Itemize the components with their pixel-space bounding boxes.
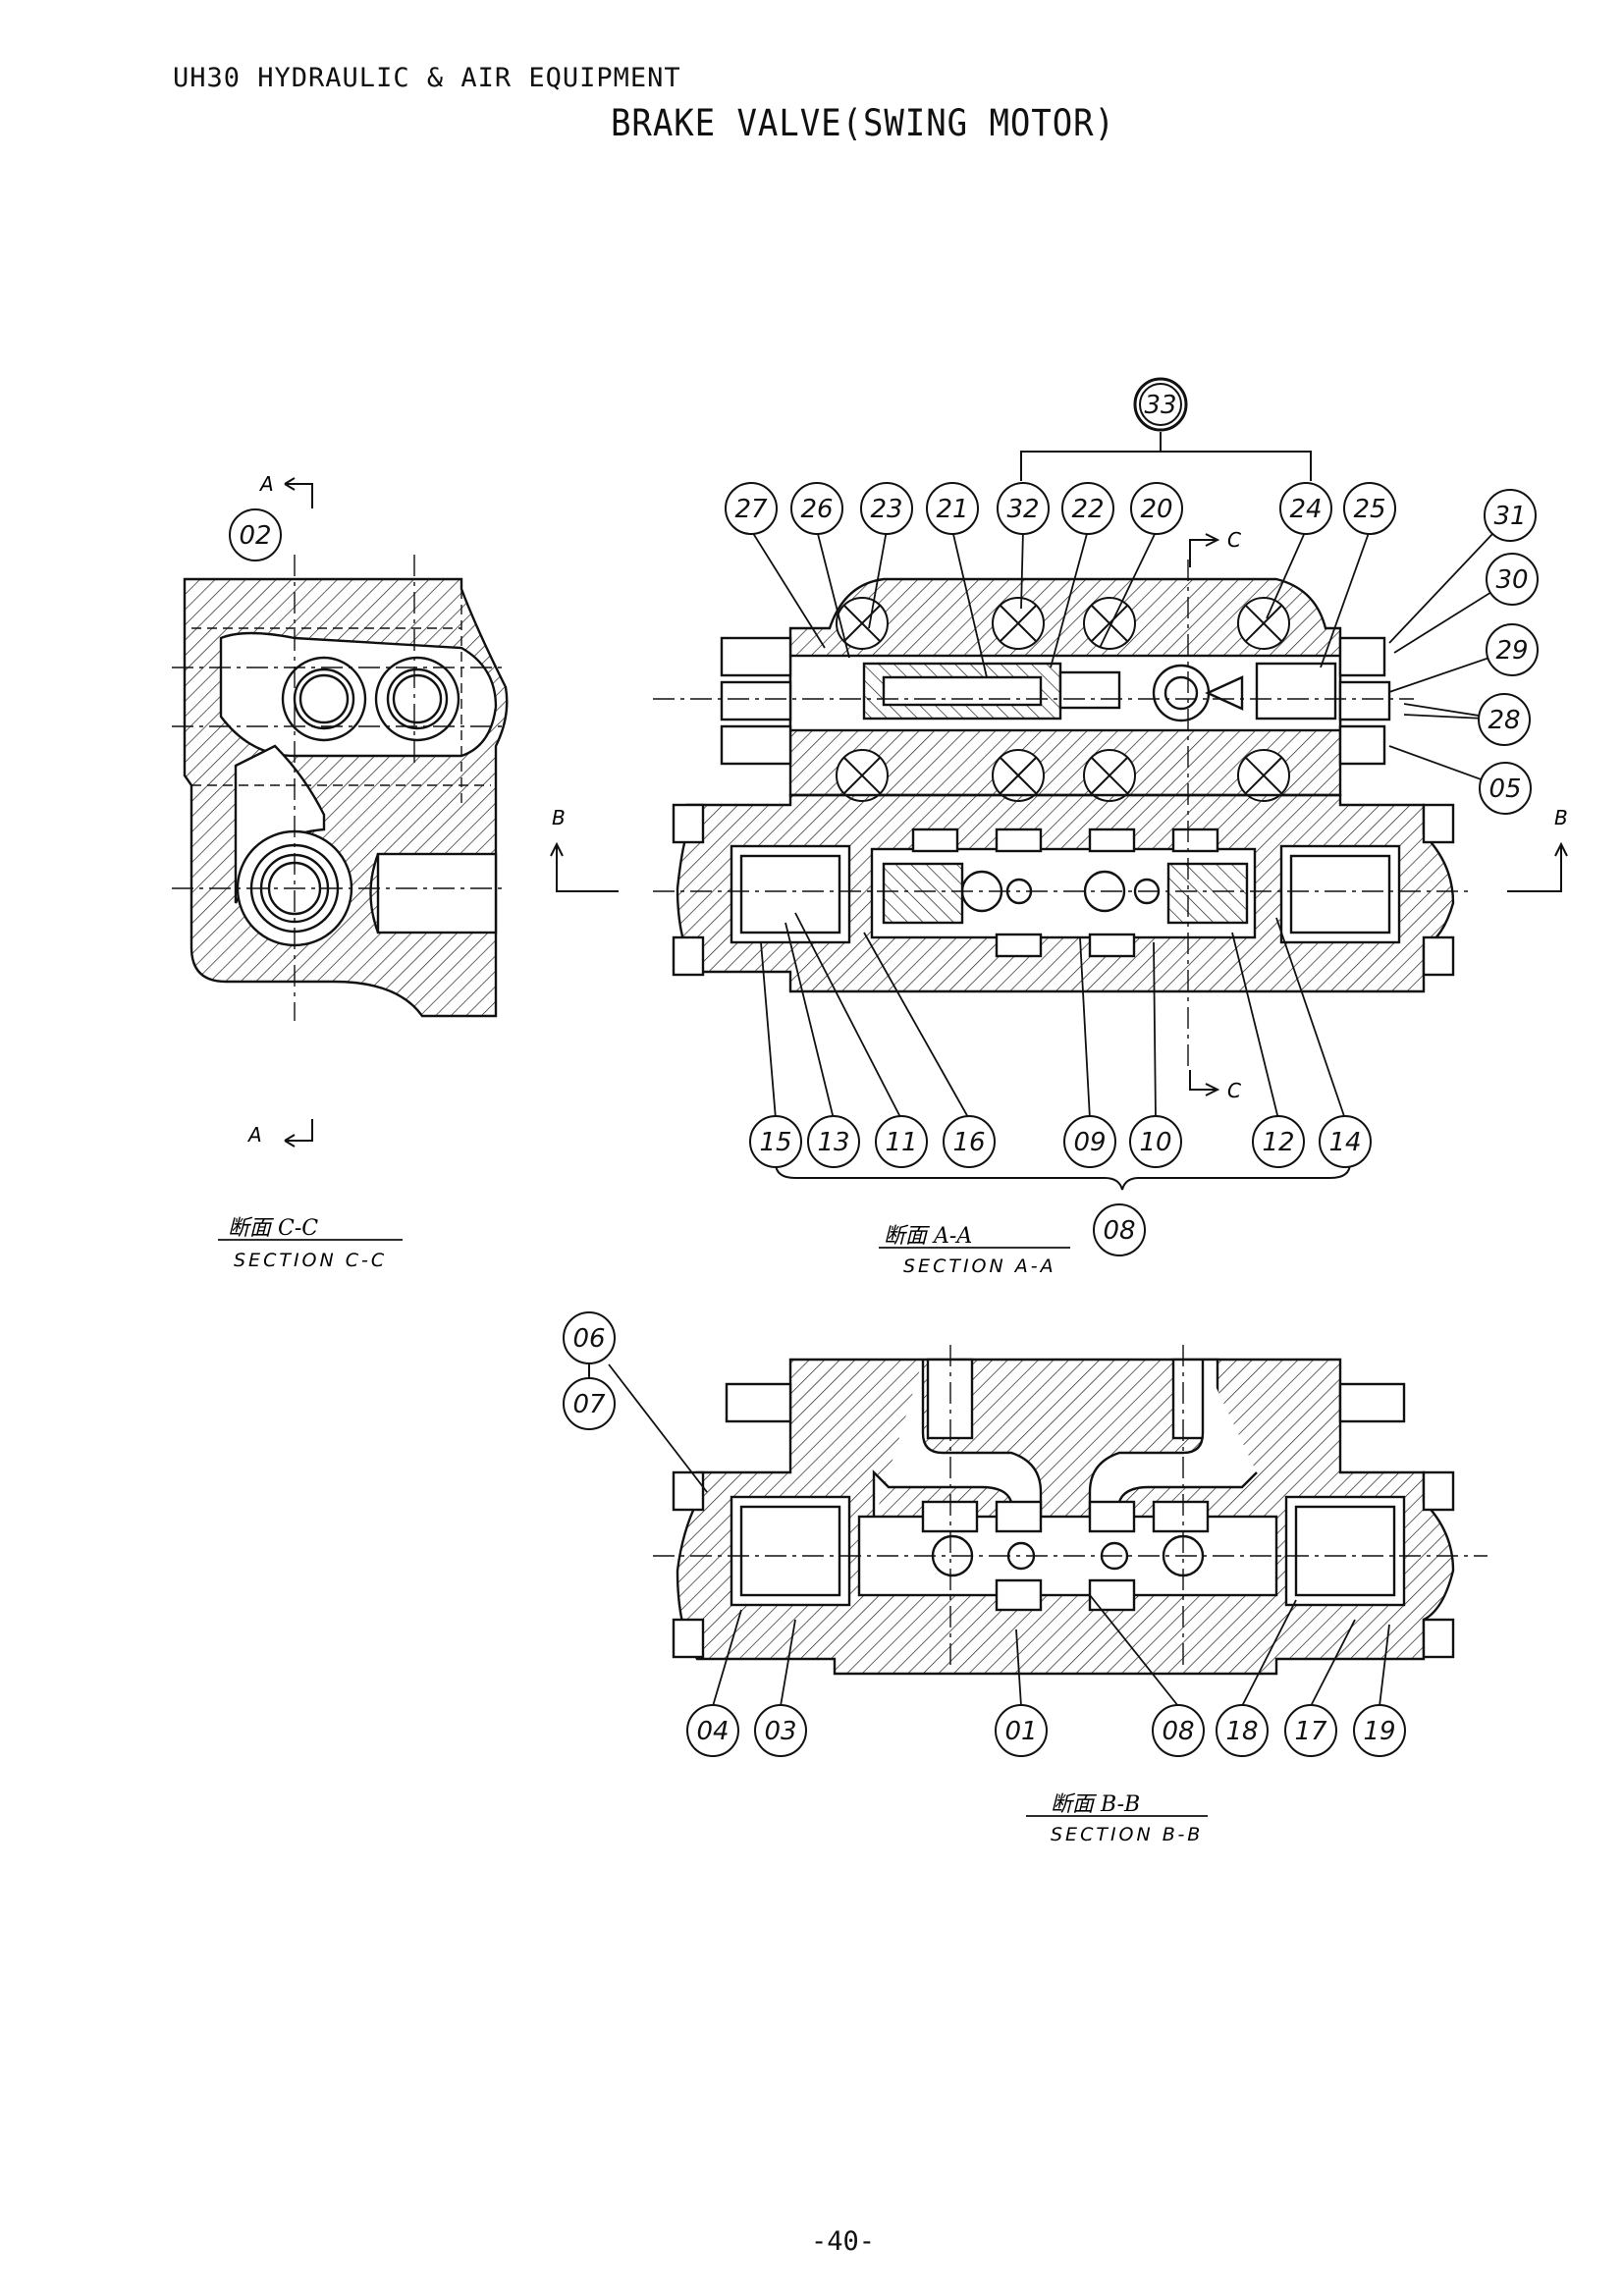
svg-text:31: 31 — [1493, 502, 1526, 531]
section-aa-view — [550, 432, 1568, 1191]
svg-text:05: 05 — [1488, 774, 1521, 804]
section-mark-b-left: B — [552, 806, 566, 829]
svg-text:06: 06 — [572, 1324, 605, 1354]
caption-cc-en: SECTION C-C — [234, 1250, 387, 1271]
part-balloon: 08 — [1093, 1203, 1146, 1256]
part-balloon: 03 — [754, 1704, 807, 1757]
part-balloon: 05 — [1479, 762, 1532, 815]
svg-text:32: 32 — [1006, 495, 1039, 524]
svg-text:08: 08 — [1103, 1216, 1135, 1246]
part-balloon: 24 — [1279, 482, 1332, 535]
svg-text:29: 29 — [1495, 636, 1528, 666]
part-balloon: 09 — [1063, 1115, 1116, 1168]
part-balloon: 02 — [229, 508, 282, 561]
part-balloon: 29 — [1486, 623, 1539, 676]
part-balloon: 21 — [926, 482, 979, 535]
section-bb-view — [608, 1345, 1488, 1707]
page-number: -40- — [811, 2226, 876, 2257]
svg-text:24: 24 — [1289, 495, 1322, 524]
svg-text:27: 27 — [734, 495, 768, 524]
caption-bb-en: SECTION B-B — [1051, 1824, 1203, 1845]
caption-section-cc: 断面 C-C SECTION C-C — [218, 1216, 403, 1271]
section-mark-a-top: A — [258, 472, 274, 496]
svg-text:26: 26 — [800, 495, 833, 524]
svg-text:03: 03 — [764, 1717, 796, 1746]
svg-text:01: 01 — [1004, 1717, 1037, 1746]
svg-text:33: 33 — [1144, 391, 1176, 420]
part-balloon: 01 — [995, 1704, 1048, 1757]
svg-text:11: 11 — [885, 1128, 917, 1157]
svg-text:23: 23 — [870, 495, 902, 524]
svg-text:28: 28 — [1488, 706, 1520, 735]
part-balloon: 19 — [1353, 1704, 1406, 1757]
svg-text:22: 22 — [1071, 495, 1104, 524]
part-balloon: 15 — [749, 1115, 802, 1168]
svg-text:12: 12 — [1262, 1128, 1294, 1157]
document-subtitle: UH30 HYDRAULIC & AIR EQUIPMENT — [173, 63, 681, 93]
svg-text:09: 09 — [1073, 1128, 1106, 1157]
part-balloon: 13 — [807, 1115, 860, 1168]
part-balloon: 08 — [1152, 1704, 1205, 1757]
part-balloon: 18 — [1216, 1704, 1269, 1757]
svg-text:02: 02 — [239, 521, 271, 551]
part-balloon: 31 — [1484, 489, 1537, 542]
svg-text:20: 20 — [1140, 495, 1172, 524]
svg-text:17: 17 — [1294, 1717, 1327, 1746]
part-balloon: 32 — [997, 482, 1050, 535]
svg-text:21: 21 — [936, 495, 968, 524]
part-balloon: 33 — [1133, 377, 1188, 432]
part-balloon: 25 — [1343, 482, 1396, 535]
part-balloon: 16 — [943, 1115, 996, 1168]
part-balloon: 20 — [1130, 482, 1183, 535]
svg-text:30: 30 — [1495, 565, 1528, 595]
part-balloon: 17 — [1284, 1704, 1337, 1757]
part-balloon: 14 — [1319, 1115, 1372, 1168]
svg-text:14: 14 — [1328, 1128, 1361, 1157]
svg-text:18: 18 — [1225, 1717, 1258, 1746]
part-balloon: 23 — [860, 482, 913, 535]
svg-text:16: 16 — [952, 1128, 985, 1157]
part-balloon: 11 — [875, 1115, 928, 1168]
svg-text:07: 07 — [572, 1390, 606, 1419]
svg-text:25: 25 — [1353, 495, 1385, 524]
section-cc-view — [172, 477, 509, 1148]
svg-text:15: 15 — [759, 1128, 791, 1157]
part-balloon: 22 — [1061, 482, 1114, 535]
svg-text:19: 19 — [1363, 1717, 1395, 1746]
part-balloon: 27 — [725, 482, 778, 535]
part-balloon: 12 — [1252, 1115, 1305, 1168]
caption-section-bb: 断面 B-B SECTION B-B — [1026, 1792, 1208, 1845]
part-balloon: 06 — [563, 1311, 616, 1364]
svg-text:08: 08 — [1162, 1717, 1194, 1746]
caption-aa-en: SECTION A-A — [903, 1255, 1056, 1277]
caption-aa-jp: 断面 A-A — [884, 1224, 972, 1249]
section-mark-b-right: B — [1554, 806, 1568, 829]
document-title: BRAKE VALVE(SWING MOTOR) — [611, 102, 1115, 144]
svg-text:04: 04 — [696, 1717, 729, 1746]
part-balloon: 04 — [686, 1704, 739, 1757]
part-balloon: 28 — [1478, 693, 1531, 746]
section-mark-c-bottom: C — [1227, 1079, 1241, 1102]
section-mark-a-bottom: A — [246, 1123, 262, 1147]
svg-text:13: 13 — [817, 1128, 849, 1157]
caption-bb-jp: 断面 B-B — [1051, 1792, 1140, 1817]
part-balloon: 10 — [1129, 1115, 1182, 1168]
caption-section-aa: 断面 A-A SECTION A-A — [879, 1224, 1070, 1277]
part-balloon: 07 — [563, 1377, 616, 1430]
section-mark-c-top: C — [1227, 528, 1241, 552]
svg-text:10: 10 — [1139, 1128, 1171, 1157]
part-balloon: 26 — [790, 482, 843, 535]
part-balloon: 30 — [1486, 553, 1539, 606]
caption-cc-jp: 断面 C-C — [228, 1216, 318, 1241]
